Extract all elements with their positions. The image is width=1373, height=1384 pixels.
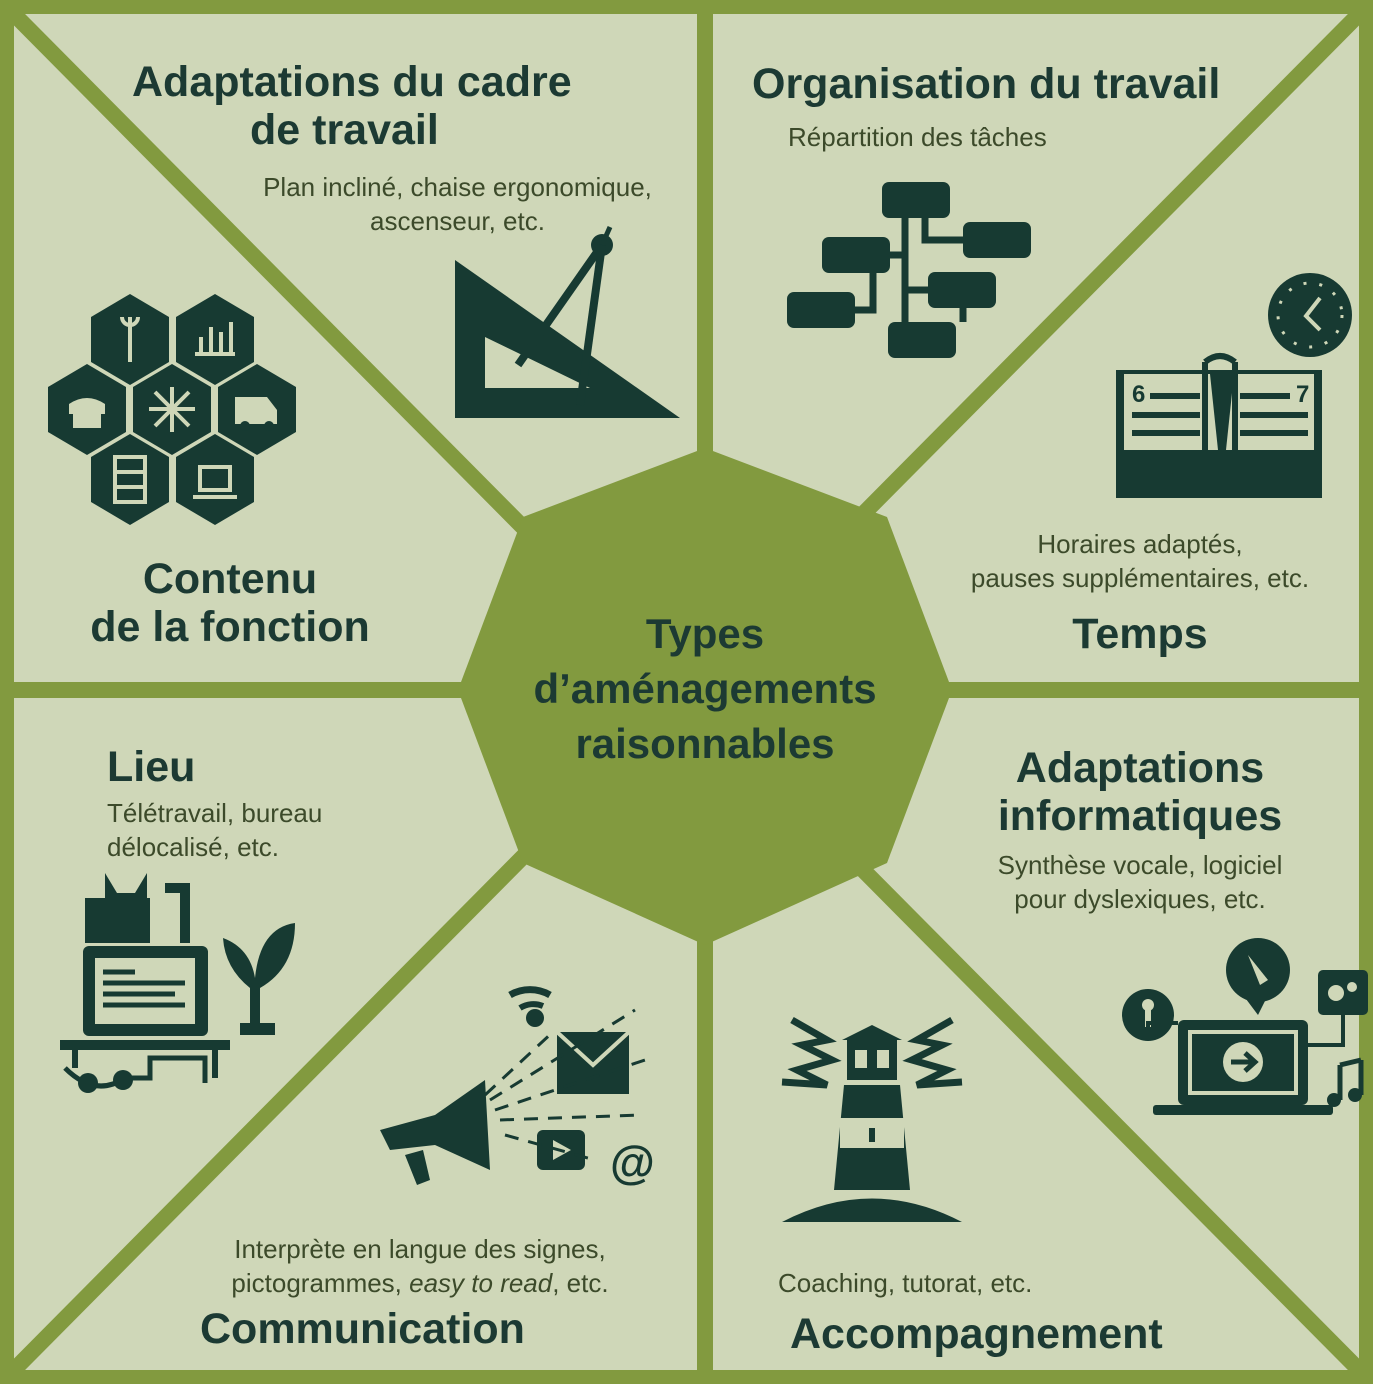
computer-accessibility-icon xyxy=(1122,938,1368,1115)
flowchart-icon xyxy=(787,182,1031,358)
communication-desc-post: , etc. xyxy=(552,1268,609,1298)
accompagnement-description: Coaching, tutorat, etc. xyxy=(778,1268,1033,1298)
lieu-title: Lieu xyxy=(107,743,196,791)
clock-book-icon: 6 7 xyxy=(1116,273,1352,498)
center-title: Types d’aménagements raisonnables xyxy=(500,606,910,771)
informatique-description: Synthèse vocale, logiciel pour dyslexiqu… xyxy=(945,848,1335,916)
page-number-left: 6 xyxy=(1132,381,1145,408)
lieu-description-line-2: délocalisé, etc. xyxy=(107,832,279,862)
lieu-description-line-1: Télétravail, bureau xyxy=(107,798,323,828)
cadre-description: Plan incliné, chaise ergonomique, ascens… xyxy=(230,170,685,238)
cadre-title-line-1: Adaptations du cadre xyxy=(132,58,572,106)
cadre-description-line-2: ascenseur, etc. xyxy=(370,206,545,236)
cadre-title-line-2: de travail xyxy=(250,106,439,154)
lighthouse-icon xyxy=(781,1016,963,1222)
informatique-title: Adaptations informatiques xyxy=(960,744,1320,840)
at-symbol: @ xyxy=(610,1136,655,1188)
set-square-compass-icon xyxy=(455,225,680,418)
informatique-description-line-1: Synthèse vocale, logiciel xyxy=(997,850,1283,880)
communication-description: Interprète en langue des signes, pictogr… xyxy=(200,1232,640,1300)
communication-description-line-1: Interprète en langue des signes, xyxy=(234,1234,606,1264)
center-title-line-3: raisonnables xyxy=(575,720,835,767)
contenu-title-line-2: de la fonction xyxy=(90,603,370,651)
informatique-title-line-1: Adaptations xyxy=(1015,744,1265,792)
organisation-description: Répartition des tâches xyxy=(788,122,1047,152)
megaphone-media-icon: @ xyxy=(380,986,655,1188)
temps-description-line-2: pauses supplémentaires, etc. xyxy=(970,563,1310,593)
temps-title: Temps xyxy=(1072,610,1208,658)
informatique-title-line-2: informatiques xyxy=(997,792,1283,840)
cadre-description-line-1: Plan incliné, chaise ergonomique, xyxy=(263,172,652,202)
accompagnement-title: Accompagnement xyxy=(790,1310,1163,1358)
center-title-line-1: Types xyxy=(645,610,765,657)
contenu-title-line-1: Contenu xyxy=(142,555,318,603)
informatique-description-line-2: pour dyslexiques, etc. xyxy=(1014,884,1266,914)
lieu-description: Télétravail, bureau délocalisé, etc. xyxy=(107,796,322,864)
cadre-title: Adaptations du cadre de travail xyxy=(132,58,572,154)
communication-desc-em: easy to read xyxy=(409,1268,553,1298)
hexagon-tasks-icon xyxy=(48,294,296,525)
communication-title: Communication xyxy=(200,1305,525,1353)
center-title-line-2: d’aménagements xyxy=(533,665,877,712)
communication-description-line-2: pictogrammes, easy to read, etc. xyxy=(200,1266,640,1300)
contenu-title: Contenu de la fonction xyxy=(70,555,390,651)
temps-description-line-1: Horaires adaptés, xyxy=(1037,529,1243,559)
communication-desc-pre: pictogrammes, xyxy=(231,1268,410,1298)
page-number-right: 7 xyxy=(1296,381,1309,408)
organisation-title: Organisation du travail xyxy=(752,60,1221,108)
central-octagon xyxy=(458,448,952,945)
temps-description: Horaires adaptés, pauses supplémentaires… xyxy=(940,527,1340,595)
home-office-icon xyxy=(60,873,295,1093)
